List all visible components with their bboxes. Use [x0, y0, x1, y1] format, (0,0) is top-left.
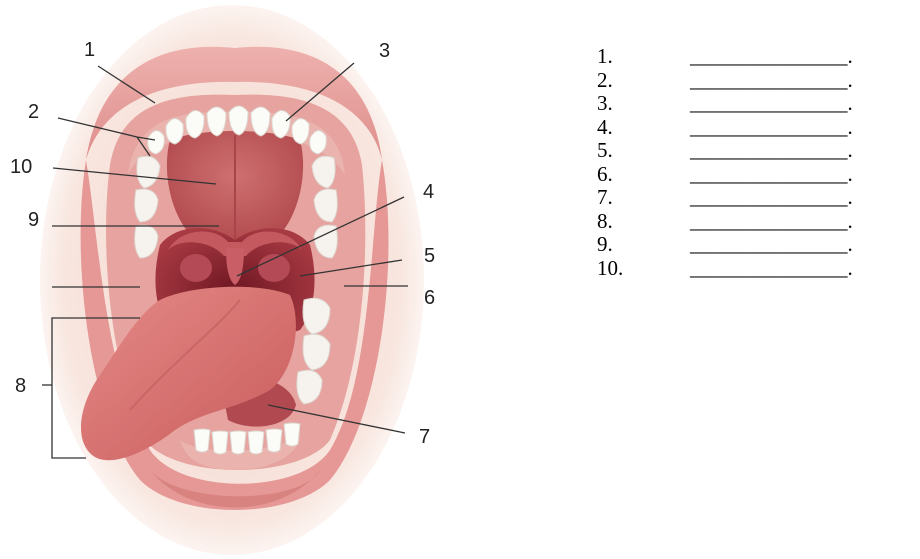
answer-row: 5. _______________. — [597, 139, 920, 163]
answer-blank[interactable]: _______________. — [690, 69, 853, 93]
answer-row: 7. _______________. — [597, 186, 920, 210]
answer-number: 3. — [597, 92, 613, 116]
answer-number: 6. — [597, 163, 613, 187]
answer-blank[interactable]: _______________. — [690, 186, 853, 210]
answer-row: 10. _______________. — [597, 257, 920, 281]
answer-blank[interactable]: _______________. — [690, 210, 853, 234]
answer-number: 9. — [597, 233, 613, 257]
diagram-label-9: 9 — [28, 209, 39, 231]
diagram-label-5: 5 — [424, 245, 435, 267]
answer-row: 4. _______________. — [597, 116, 920, 140]
answer-blank[interactable]: _______________. — [690, 257, 853, 281]
answer-number: 7. — [597, 186, 613, 210]
diagram-label-2: 2 — [28, 101, 39, 123]
tonsil-left — [180, 254, 212, 282]
answer-blank[interactable]: _______________. — [690, 139, 853, 163]
answer-row: 8. _______________. — [597, 210, 920, 234]
diagram-label-3: 3 — [379, 40, 390, 62]
answer-row: 6. _______________. — [597, 163, 920, 187]
diagram-label-10: 10 — [10, 156, 32, 178]
answer-blank[interactable]: _______________. — [690, 163, 853, 187]
answer-number: 4. — [597, 116, 613, 140]
answer-number: 8. — [597, 210, 613, 234]
answer-number: 1. — [597, 45, 613, 69]
diagram-label-6: 6 — [424, 287, 435, 309]
answer-row: 1. _______________. — [597, 45, 920, 69]
answer-list: 1. _______________. 2. _______________. 3.… — [597, 45, 920, 280]
answer-row: 3. _______________. — [597, 92, 920, 116]
diagram-label-1: 1 — [84, 39, 95, 61]
answer-blank[interactable]: _______________. — [690, 116, 853, 140]
answer-blank[interactable]: _______________. — [690, 45, 853, 69]
answer-row: 2. _______________. — [597, 69, 920, 93]
molars-right — [312, 156, 337, 258]
answer-number: 2. — [597, 69, 613, 93]
answer-row: 9. _______________. — [597, 233, 920, 257]
answer-blank[interactable]: _______________. — [690, 92, 853, 116]
diagram-label-8: 8 — [15, 375, 26, 397]
answer-number: 10. — [597, 257, 623, 281]
diagram-label-7: 7 — [419, 426, 430, 448]
molars-left — [135, 156, 160, 258]
answer-number: 5. — [597, 139, 613, 163]
diagram-label-4: 4 — [423, 181, 434, 203]
answer-blank[interactable]: _______________. — [690, 233, 853, 257]
